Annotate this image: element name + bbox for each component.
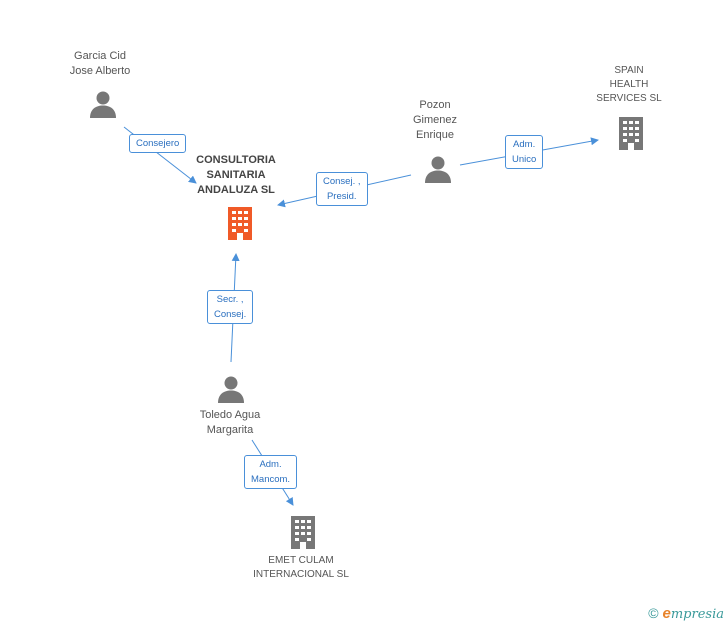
building-icon-emet[interactable] (287, 515, 319, 549)
edge-label-consej-presid[interactable]: Consej. , Presid. (316, 172, 368, 206)
node-label-consultoria[interactable]: CONSULTORIA SANITARIA ANDALUZA SL (196, 154, 276, 196)
person-icon-toledo[interactable] (217, 375, 245, 403)
edge-label-consejero[interactable]: Consejero (129, 134, 187, 153)
edge-label-adm-mancom[interactable]: Adm. Mancom. (244, 455, 298, 489)
building-icon-spain[interactable] (615, 116, 647, 150)
person-icon-pozon[interactable] (424, 155, 452, 183)
brand-initial: e (662, 605, 671, 622)
person-icon-garcia[interactable] (89, 90, 117, 118)
node-label-garcia[interactable]: Garcia Cid Jose Alberto (69, 50, 131, 77)
building-icon-consultoria[interactable] (224, 206, 256, 240)
node-label-emet[interactable]: EMET CULAM INTERNACIONAL SL (253, 555, 349, 580)
node-label-toledo[interactable]: Toledo Agua Margarita (199, 409, 261, 436)
node-label-pozon[interactable]: Pozon Gimenez Enrique (412, 99, 458, 141)
brand-name: mpresia (670, 607, 724, 622)
node-label-spain[interactable]: SPAIN HEALTH SERVICES SL (596, 65, 662, 104)
edge-label-secr-consej[interactable]: Secr. , Consej. (207, 290, 254, 324)
empresia-watermark[interactable]: ©empresia (648, 605, 724, 622)
edge-label-adm-unico[interactable]: Adm. Unico (505, 135, 544, 169)
copyright-icon: © (648, 605, 659, 621)
